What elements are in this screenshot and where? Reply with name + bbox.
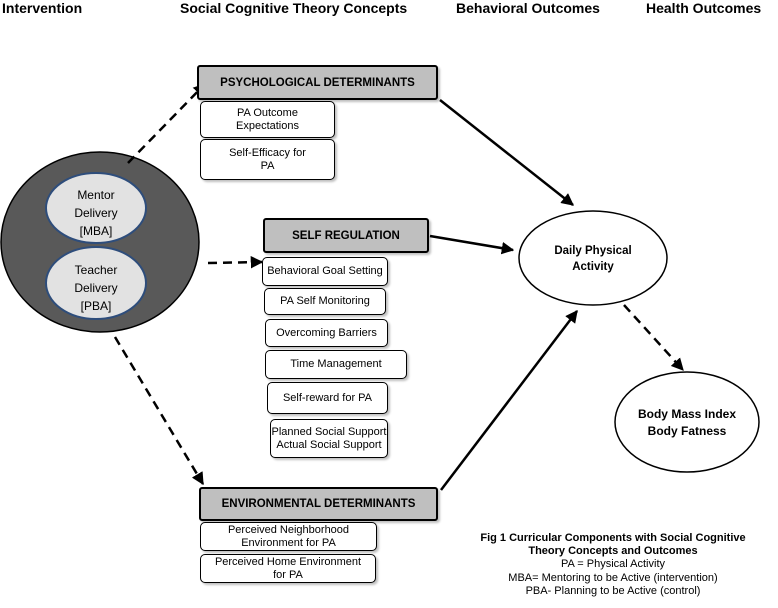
pa-outcome-expectations-box: PA Outcome Expectations — [200, 101, 335, 138]
home-environment-box: Perceived Home Environment for PA — [200, 554, 376, 583]
figure-caption-title: Fig 1 Curricular Components with Social … — [480, 532, 746, 558]
daily-physical-activity-oval — [518, 210, 668, 306]
teacher-delivery-oval — [45, 246, 147, 320]
arrow-to-psychological — [127, 83, 206, 164]
health-outcomes-label: Body Mass Index Body Fatness — [637, 407, 737, 439]
overcoming-barriers-box: Overcoming Barriers — [265, 319, 388, 347]
arrow-psych-to-activity — [439, 99, 574, 206]
neighborhood-environment-box: Perceived Neighborhood Environment for P… — [200, 522, 377, 551]
time-management-box: Time Management — [265, 350, 407, 379]
self-reward-box: Self-reward for PA — [267, 382, 388, 414]
figure-caption: Fig 1 Curricular Components with Social … — [478, 532, 748, 598]
arrow-to-self-regulation — [207, 255, 264, 269]
psychological-determinants-header: PSYCHOLOGICAL DETERMINANTS — [197, 65, 438, 100]
pa-self-monitoring-box: PA Self Monitoring — [264, 288, 386, 315]
social-support-box: Planned Social Support Actual Social Sup… — [270, 419, 388, 458]
mentor-delivery-label: Mentor Delivery [MBA] — [74, 188, 118, 238]
column-header-intervention: Intervention — [2, 0, 83, 16]
arrow-to-environmental — [113, 336, 205, 486]
caption-note: PBA- Planning to be Active (control) — [525, 584, 701, 597]
daily-physical-activity-label: Daily Physical Activity — [554, 245, 632, 273]
caption-note: PA = Physical Activity — [560, 558, 666, 571]
caption-note: MBA= Mentoring to be Active (interventio… — [508, 571, 718, 584]
self-efficacy-box: Self-Efficacy for PA — [200, 139, 335, 180]
environmental-determinants-header: ENVIRONMENTAL DETERMINANTS — [199, 487, 438, 521]
arrow-activity-to-health — [623, 304, 684, 371]
arrow-selfreg-to-activity — [429, 234, 515, 255]
teacher-delivery-label: Teacher Delivery [PBA] — [74, 263, 118, 313]
behavioral-goal-setting-box: Behavioral Goal Setting — [262, 257, 388, 286]
mentor-delivery-oval — [45, 172, 147, 244]
column-header-behavioral-outcomes: Behavioral Outcomes — [456, 0, 600, 16]
column-header-sct-concepts: Social Cognitive Theory Concepts — [180, 0, 408, 16]
self-regulation-header: SELF REGULATION — [263, 218, 429, 253]
column-header-health-outcomes: Health Outcomes — [646, 0, 762, 16]
health-outcomes-oval — [614, 371, 760, 473]
arrow-env-to-activity — [440, 310, 578, 491]
